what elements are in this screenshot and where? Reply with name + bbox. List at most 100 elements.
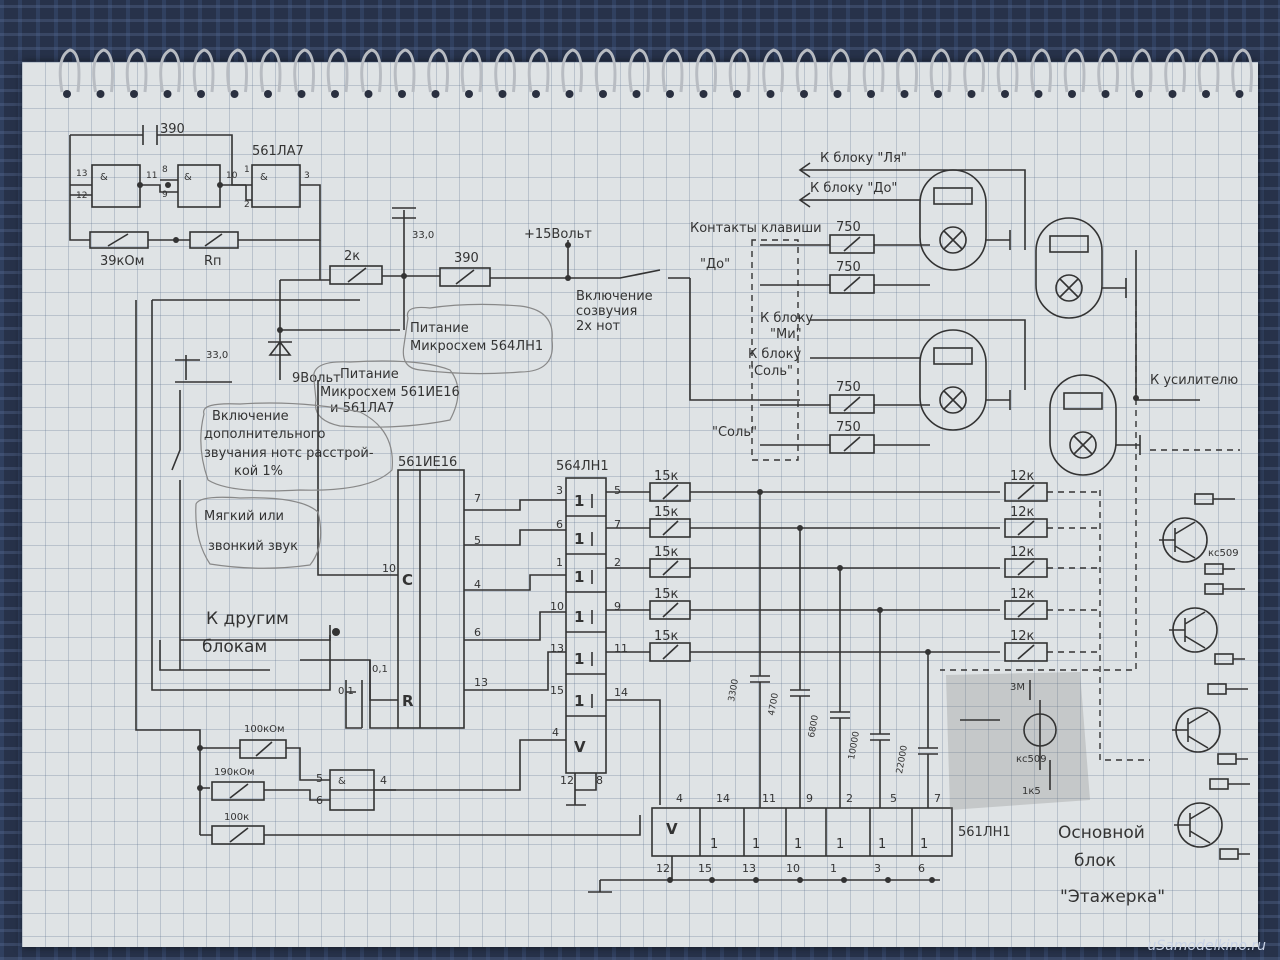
binding-hole	[431, 90, 440, 98]
to-amplifier-label: К усилителю	[1150, 373, 1238, 388]
pin-label: 7	[614, 518, 621, 531]
gate-1-symbol: &	[100, 172, 108, 183]
binding-hole	[532, 90, 540, 98]
binding-hole	[230, 90, 239, 98]
spiral-ring	[795, 48, 818, 93]
spiral-ring	[628, 48, 650, 93]
spiral-ring	[1231, 48, 1253, 93]
pin-label: 3	[304, 171, 310, 181]
spiral-ring	[728, 48, 751, 93]
pin-label: 14	[716, 792, 730, 805]
counter-clock-pin: C	[402, 571, 413, 589]
counter-reset-pin: R	[402, 692, 414, 710]
cap-390-label: 390	[160, 122, 185, 137]
res-100k-label: 100к	[224, 812, 249, 823]
pin-label: 10	[786, 862, 800, 875]
lamp-icon	[939, 386, 967, 414]
res-2k-label: 2к	[344, 249, 360, 264]
to-mi-label: К блоку	[760, 311, 813, 326]
inverter-chip	[565, 477, 607, 774]
binding-hole	[565, 90, 574, 98]
pin-label: 3	[874, 862, 881, 875]
pin-label: 10	[382, 562, 396, 575]
spiral-ring	[159, 48, 181, 93]
nand-gate-3	[251, 164, 301, 208]
pin-label: 6	[918, 862, 925, 875]
res-15k-label: 15к	[654, 469, 679, 484]
binding-hole	[766, 90, 775, 98]
ln1-buffer: 1	[836, 837, 844, 852]
pin-label: 6	[474, 626, 481, 639]
pin-label: 5	[474, 534, 481, 547]
to-sol-label: К блоку	[748, 347, 801, 362]
pin-label: 8	[162, 165, 168, 175]
binding-hole	[1235, 90, 1244, 98]
binding-hole	[398, 90, 406, 98]
res-39k-label: 39кОм	[100, 254, 144, 269]
cap-01-label: 0,1	[338, 686, 354, 697]
res-750-label: 750	[836, 420, 861, 435]
binding-hole	[632, 90, 641, 98]
oscillator-block: & & & 561ЛА7 13 12 11 8 9 10 1 2 3 390	[69, 122, 321, 269]
gate-2-symbol: &	[184, 172, 192, 183]
timing-gate-symbol: &	[338, 776, 346, 787]
pin-label: 4	[474, 578, 481, 591]
pin-label: 13	[76, 169, 87, 179]
binding-hole	[498, 90, 507, 98]
pin-label: 1	[244, 165, 250, 175]
res-750	[829, 234, 875, 254]
binding-hole	[264, 90, 272, 98]
counter-chip	[397, 469, 465, 729]
res-750	[829, 394, 875, 414]
spiral-ring	[427, 48, 449, 93]
to-sol-label: "Соль"	[748, 364, 793, 379]
power-564-label: Микросхем 564ЛН1	[410, 339, 543, 354]
ln1-chip	[651, 807, 953, 857]
spiral-ring	[360, 48, 382, 93]
spiral-ring	[996, 48, 1019, 93]
spiral-ring	[125, 48, 148, 93]
binding-hole	[1068, 90, 1076, 98]
ln1-buffer: 1	[878, 837, 886, 852]
extra-voice-label: кой 1%	[234, 464, 283, 479]
res-15k-label: 15к	[654, 545, 679, 560]
other-blocks-label: К другим	[206, 609, 289, 629]
power-561-label: и 561ЛА7	[330, 401, 394, 416]
pin-label: 1	[556, 556, 563, 569]
binding-hole	[833, 90, 842, 98]
pin-label: 5	[614, 484, 621, 497]
power-564-label: Питание	[410, 321, 469, 336]
counter-ic-label: 561ИЕ16	[398, 455, 457, 470]
pin-label: 13	[742, 862, 756, 875]
spiral-ring	[1164, 48, 1186, 93]
pin-label: 3	[556, 484, 563, 497]
pin-label: 11	[762, 792, 776, 805]
transistor-label: кс509	[1016, 754, 1047, 765]
binding-hole	[63, 90, 71, 98]
harmony-switch-label: Включение	[576, 289, 653, 304]
optocoupler	[919, 169, 987, 271]
watermark: uSamodelkino.ru	[1147, 938, 1266, 954]
ln1-buffer: 1	[710, 837, 718, 852]
pin-label: 5	[316, 772, 323, 785]
lamp-icon	[1069, 431, 1097, 459]
power-block: 2к 33,0 390 +15Вольт Включение созвучия …	[151, 207, 690, 691]
spiral-ring	[594, 48, 617, 93]
pin-label: 11	[146, 171, 157, 181]
soft-sound-label: звонкий звук	[208, 539, 298, 554]
res-100kom-label: 100кОм	[244, 724, 285, 735]
spiral-ring	[92, 48, 114, 93]
pin-label: 15	[698, 862, 712, 875]
transistor-label: кс509	[1208, 548, 1239, 559]
binding-hole	[96, 90, 105, 98]
spiral-ring	[226, 48, 248, 93]
res-1k-label: 1к5	[1022, 786, 1041, 797]
pin-label: 12	[560, 774, 574, 787]
key-sol-label: "Соль"	[712, 425, 757, 440]
binding-hole	[1168, 90, 1177, 98]
binding-hole	[666, 90, 674, 98]
pin-label: 11	[614, 642, 628, 655]
res-12k-label: 12к	[1010, 505, 1035, 520]
ln1-buffer: 1	[920, 837, 928, 852]
cap-label: 4700	[767, 692, 781, 717]
